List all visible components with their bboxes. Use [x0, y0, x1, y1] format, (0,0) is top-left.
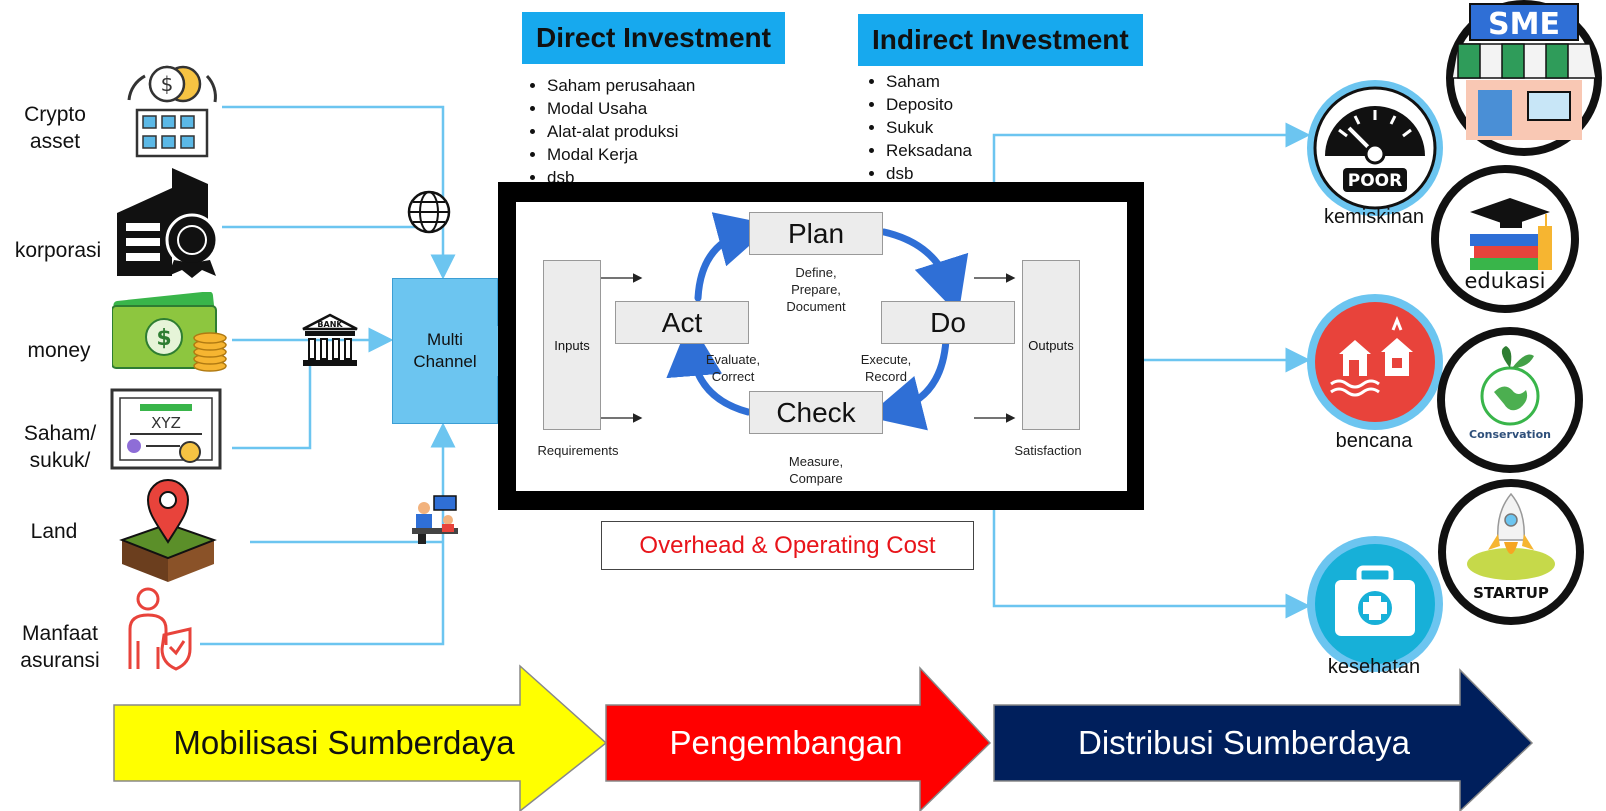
svg-text:$: $: [156, 326, 171, 351]
disaster-icon: [1307, 294, 1443, 430]
poor-text: POOR: [1348, 171, 1402, 191]
service-desk-icon: [412, 495, 458, 544]
pdca-do-box: Do: [881, 301, 1015, 344]
pdca-act-box: Act: [615, 301, 749, 344]
stage-arrow-pengembangan: [605, 666, 992, 811]
outcome-label-kemiskinan: kemiskinan: [1323, 206, 1425, 228]
source-label-asuransi: Manfaat asuransi: [20, 622, 100, 672]
stage-arrow-mobilisasi: [113, 664, 608, 811]
list-item: Saham perusahaan: [547, 74, 695, 97]
sme-text: SME: [1488, 7, 1560, 42]
pdca-inputs-box: Inputs: [543, 260, 601, 430]
education-icon: edukasi: [1431, 165, 1579, 313]
list-item: dsb: [886, 162, 972, 185]
health-kit-icon: [1307, 536, 1443, 672]
multi-channel-box: Multi Channel: [392, 278, 498, 424]
list-item: Alat-alat produksi: [547, 120, 695, 143]
conservation-icon: Conservation: [1437, 327, 1583, 473]
pdca-inner: Inputs Outputs Plan Act Do Check Define,…: [516, 202, 1127, 491]
pdca-do-sub: Execute, Record: [860, 352, 912, 384]
source-label-korporasi: korporasi: [14, 239, 102, 262]
pdca-check-box: Check: [749, 391, 883, 434]
list-item: Reksadana: [886, 139, 972, 162]
startup-rocket-icon: STARTUP: [1438, 479, 1584, 625]
indirect-investment-list: Saham Deposito Sukuk Reksadana dsb: [866, 70, 972, 185]
certificate-icon: XYZ: [110, 388, 222, 470]
pdca-panel: Inputs Outputs Plan Act Do Check Define,…: [498, 182, 1144, 510]
list-item: Sukuk: [886, 116, 972, 139]
stage-label-mobilisasi: Mobilisasi Sumberdaya: [173, 724, 515, 761]
stage-label-distribusi: Distribusi Sumberdaya: [1078, 724, 1410, 761]
source-label-crypto: Crypto asset: [24, 103, 86, 153]
source-label-saham: Saham/ sukuk/: [23, 422, 97, 472]
money-icon: $: [112, 292, 227, 372]
list-item: Modal Kerja: [547, 143, 695, 166]
edukasi-text: edukasi: [1465, 269, 1546, 293]
startup-text: STARTUP: [1473, 584, 1549, 602]
globe-icon: [407, 190, 451, 234]
stage-arrow-distribusi: [993, 668, 1534, 811]
bank-icon: BANK: [302, 313, 358, 366]
direct-investment-title: Direct Investment: [522, 12, 785, 64]
list-item: Deposito: [886, 93, 972, 116]
outcome-label-kesehatan: kesehatan: [1327, 656, 1421, 678]
pdca-plan-sub: Define, Prepare, Document: [786, 265, 846, 314]
sme-shop-icon: SME: [1446, 0, 1602, 156]
list-item: Modal Usaha: [547, 97, 695, 120]
stage-label-pengembangan: Pengembangan: [669, 724, 903, 761]
pdca-act-sub: Evaluate, Correct: [705, 352, 761, 384]
pdca-plan-box: Plan: [749, 212, 883, 255]
source-label-money: money: [27, 339, 91, 362]
source-label-land: Land: [30, 520, 78, 543]
pdca-outputs-box: Outputs: [1022, 260, 1080, 430]
list-item: Saham: [886, 70, 972, 93]
overhead-cost-label: Overhead & Operating Cost: [601, 521, 974, 570]
certificate-text: XYZ: [151, 414, 181, 432]
svg-text:$: $: [161, 72, 174, 96]
pdca-arrows: [601, 212, 1016, 431]
corporate-building-icon: [117, 168, 219, 278]
outcome-label-bencana: bencana: [1335, 430, 1413, 452]
poverty-gauge-icon: POOR: [1307, 80, 1443, 216]
insurance-person-icon: [128, 587, 192, 671]
crypto-icon: $: [127, 65, 217, 158]
bank-text: BANK: [317, 320, 343, 329]
conservation-text: Conservation: [1469, 428, 1551, 441]
pdca-check-sub: Measure, Compare: [788, 454, 844, 486]
pdca-requirements-label: Requirements: [537, 443, 619, 458]
indirect-investment-title: Indirect Investment: [858, 14, 1143, 66]
land-location-icon: [119, 479, 217, 582]
pdca-satisfaction-label: Satisfaction: [1014, 443, 1082, 458]
